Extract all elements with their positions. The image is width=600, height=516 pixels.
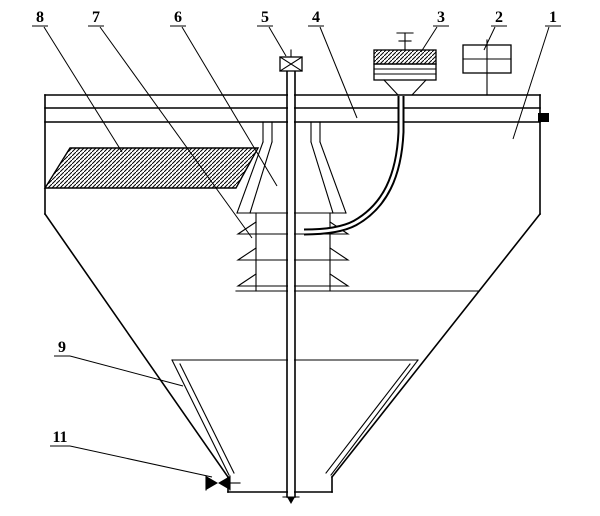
callout-4: 4: [308, 9, 358, 119]
callout-8-label: 8: [36, 9, 44, 26]
callout-7-label: 7: [92, 9, 100, 26]
callout-3: 3: [420, 9, 449, 53]
underflow-cone-liner: [171, 359, 419, 476]
callout-7: 7: [88, 9, 253, 239]
drive-motor: [373, 32, 437, 96]
callout-9: 9: [54, 339, 184, 387]
feed-pipe: [303, 96, 405, 236]
callout-3-label: 3: [437, 9, 445, 26]
callout-8: 8: [32, 9, 123, 153]
callout-2-label: 2: [495, 9, 503, 26]
callout-9-label: 9: [58, 339, 66, 356]
callouts: 8 7 6 5 4 3 2: [32, 9, 561, 478]
callout-1: 1: [512, 9, 561, 140]
center-shaft: [279, 49, 303, 504]
callout-1-label: 1: [549, 9, 557, 26]
callout-4-label: 4: [312, 9, 320, 26]
callout-5-label: 5: [261, 9, 269, 26]
inclined-plate-pack: [43, 147, 260, 189]
callout-6: 6: [170, 9, 278, 187]
underflow-valve: [205, 475, 241, 491]
callout-11-label: 11: [52, 429, 67, 446]
callout-11: 11: [50, 429, 213, 478]
callout-6-label: 6: [174, 9, 182, 26]
callout-2: 2: [483, 9, 507, 51]
callout-5: 5: [257, 9, 287, 57]
overflow-nozzle: [538, 113, 549, 122]
feed-tank: [462, 39, 512, 96]
